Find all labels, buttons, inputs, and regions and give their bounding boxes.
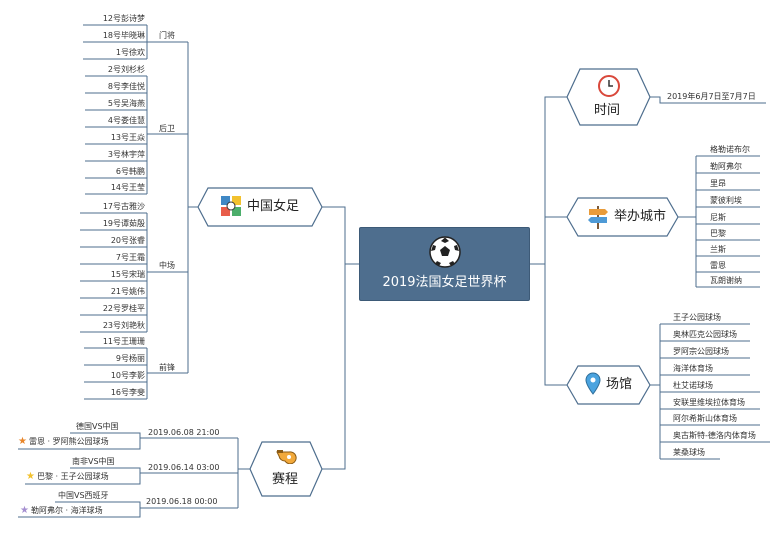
star-icon: ★	[20, 505, 29, 516]
player-item: 23号刘艳秋	[102, 321, 145, 330]
city-item: 里昂	[710, 179, 726, 188]
schedule-node-shape	[249, 441, 323, 497]
venue-item: 奥古斯特-德洛内体育场	[673, 431, 756, 440]
time-value: 2019年6月7日至7月7日	[667, 92, 756, 101]
venue-item: 海洋体育场	[673, 364, 713, 373]
player-item: 17号古雅沙	[102, 202, 145, 211]
schedule-node-label[interactable]: 赛程	[272, 472, 299, 487]
soccer-ball-icon	[429, 236, 461, 268]
city-item: 尼斯	[710, 213, 726, 222]
match-date: 2019.06.08 21:00	[148, 428, 220, 437]
whistle-icon	[276, 450, 297, 464]
match-venue-row: ★雷恩 · 罗阿熊公园球场	[18, 437, 109, 447]
player-item: 21号姚伟	[110, 287, 145, 296]
city-item: 瓦朗谢纳	[710, 276, 742, 285]
time-node-label[interactable]: 时间	[594, 103, 621, 118]
match-teams: 德国VS中国	[76, 422, 119, 431]
city-item: 兰斯	[710, 245, 726, 254]
venue-item: 阿尔希斯山体育场	[673, 414, 737, 423]
match-venue: 雷恩 · 罗阿熊公园球场	[28, 437, 109, 446]
midfielders-label: 中场	[159, 261, 175, 270]
time-node-shape	[566, 68, 651, 126]
clock-icon	[598, 75, 620, 97]
match-venue-row: ★巴黎 · 王子公园球场	[26, 472, 109, 482]
location-pin-icon	[585, 372, 601, 395]
match-venue: 巴黎 · 王子公园球场	[36, 472, 109, 481]
player-item: 7号王霜	[115, 253, 145, 262]
match-teams: 南非VS中国	[72, 457, 115, 466]
player-item: 20号张睿	[110, 236, 145, 245]
match-venue-row: ★勒阿弗尔 · 海洋球场	[20, 506, 103, 516]
player-item: 3号林宇萍	[107, 150, 145, 159]
city-item: 格勒诺布尔	[710, 145, 750, 154]
defenders-label: 后卫	[159, 124, 175, 133]
player-item: 19号谭茹殷	[102, 219, 145, 228]
player-item: 15号宋瑞	[110, 270, 145, 279]
player-item: 18号毕晓琳	[102, 31, 145, 40]
player-item: 4号娄佳慧	[107, 116, 145, 125]
venue-item: 杜艾诺球场	[673, 381, 713, 390]
goalkeepers-label: 门将	[159, 31, 175, 40]
player-item: 1号徐欢	[115, 48, 145, 57]
player-item: 10号李影	[110, 371, 145, 380]
signpost-icon	[588, 206, 608, 229]
player-item: 2号刘杉杉	[107, 65, 145, 74]
player-item: 13号王焱	[110, 133, 145, 142]
player-item: 5号吴海燕	[107, 99, 145, 108]
player-item: 12号彭诗梦	[102, 14, 145, 23]
central-topic-title: 2019法国女足世界杯	[382, 275, 507, 290]
match-date: 2019.06.14 03:00	[148, 463, 220, 472]
venue-item: 奥林匹克公园球场	[673, 330, 737, 339]
star-icon: ★	[26, 471, 35, 482]
city-item: 勒阿弗尔	[710, 162, 742, 171]
venue-item: 莱桑球场	[673, 448, 705, 457]
cities-node-shape	[566, 197, 679, 237]
player-item: 22号罗桂平	[102, 304, 145, 313]
venue-item: 安联里维埃拉体育场	[673, 398, 745, 407]
star-icon: ★	[18, 436, 27, 447]
player-item: 6号韩鹏	[115, 167, 145, 176]
player-item: 16号李斐	[110, 388, 145, 397]
forwards-label: 前锋	[159, 363, 175, 372]
city-item: 巴黎	[710, 229, 726, 238]
player-item: 11号王珊珊	[102, 337, 145, 346]
cities-node-label[interactable]: 举办城市	[614, 209, 667, 224]
player-item: 14号王莹	[110, 183, 145, 192]
venues-node-label[interactable]: 场馆	[606, 377, 633, 392]
match-date: 2019.06.18 00:00	[146, 497, 218, 506]
central-topic[interactable]: 2019法国女足世界杯	[359, 227, 530, 301]
team-node-label[interactable]: 中国女足	[247, 199, 300, 214]
city-item: 蒙彼利埃	[710, 196, 742, 205]
venue-item: 罗阿宗公园球场	[673, 347, 729, 356]
venue-item: 王子公园球场	[673, 313, 721, 322]
city-item: 雷恩	[710, 261, 726, 270]
team-roster-icon	[221, 196, 241, 216]
match-teams: 中国VS西班牙	[58, 491, 109, 500]
player-item: 8号李佳悦	[107, 82, 145, 91]
match-venue: 勒阿弗尔 · 海洋球场	[30, 506, 103, 515]
player-item: 9号杨丽	[115, 354, 145, 363]
